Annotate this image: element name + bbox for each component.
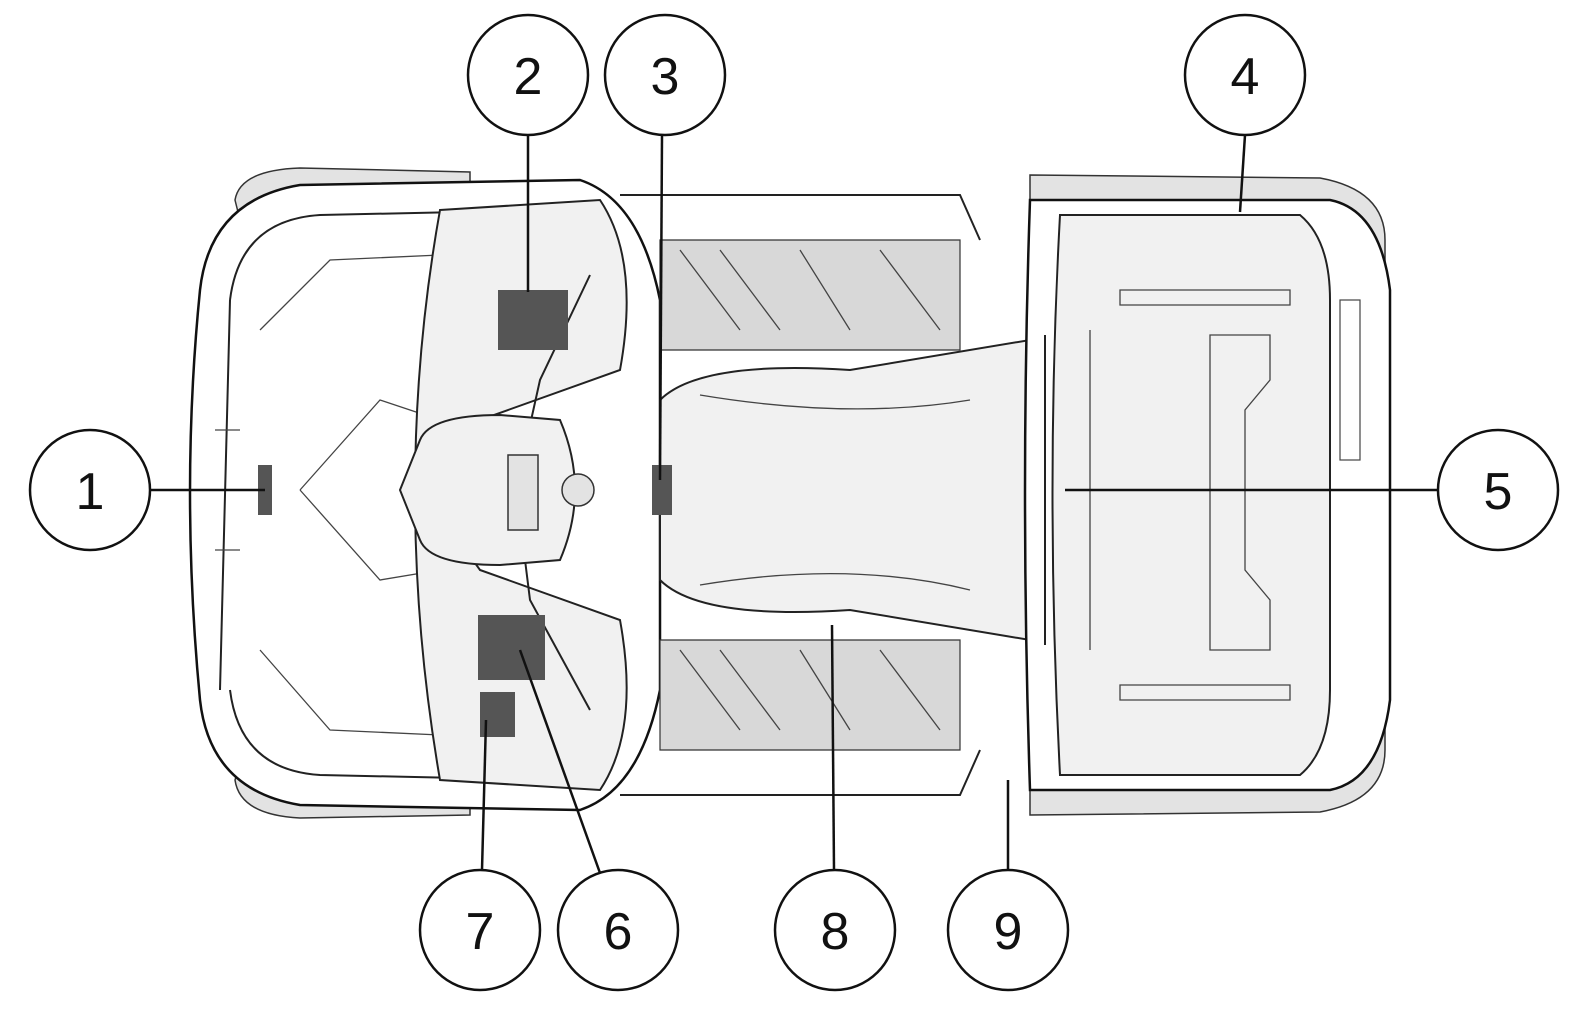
fuel-cap	[561, 473, 595, 507]
callout-number: 8	[821, 903, 850, 961]
callout-8: 8	[773, 868, 897, 992]
seat	[659, 338, 1044, 642]
callout-1: 1	[28, 428, 152, 552]
instrument-pod	[398, 413, 576, 567]
callout-number: 9	[994, 903, 1023, 961]
polaris-logo	[1339, 299, 1361, 461]
callout-9: 9	[946, 868, 1070, 992]
atv-illustration	[188, 167, 1392, 819]
callout-2: 2	[466, 13, 590, 137]
callout-number: 2	[514, 48, 543, 106]
leader-line-6	[518, 649, 602, 874]
leader-line-4	[1238, 134, 1247, 213]
callout-7: 7	[418, 868, 542, 992]
leader-line-8	[830, 624, 836, 871]
callout-number: 1	[76, 463, 105, 521]
callout-number: 7	[466, 903, 495, 961]
label-locations	[258, 290, 672, 737]
left-floorboard	[659, 239, 961, 351]
callout-number: 6	[604, 903, 633, 961]
callout-5: 5	[1436, 428, 1560, 552]
callout-number: 4	[1231, 48, 1260, 106]
callout-6: 6	[556, 868, 680, 992]
callout-number: 3	[651, 48, 680, 106]
label-2	[498, 290, 568, 350]
leader-line-3	[658, 134, 664, 481]
callout-4: 4	[1183, 13, 1307, 137]
label-6	[478, 615, 545, 680]
rear-rack	[1051, 214, 1331, 776]
label-3	[652, 465, 672, 515]
leader-line-7	[480, 719, 488, 871]
right-floorboard	[659, 639, 961, 751]
display	[507, 454, 539, 531]
callout-3: 3	[603, 13, 727, 137]
front-rack	[219, 211, 461, 779]
callout-number: 5	[1484, 463, 1513, 521]
leader-lines	[150, 134, 1438, 874]
